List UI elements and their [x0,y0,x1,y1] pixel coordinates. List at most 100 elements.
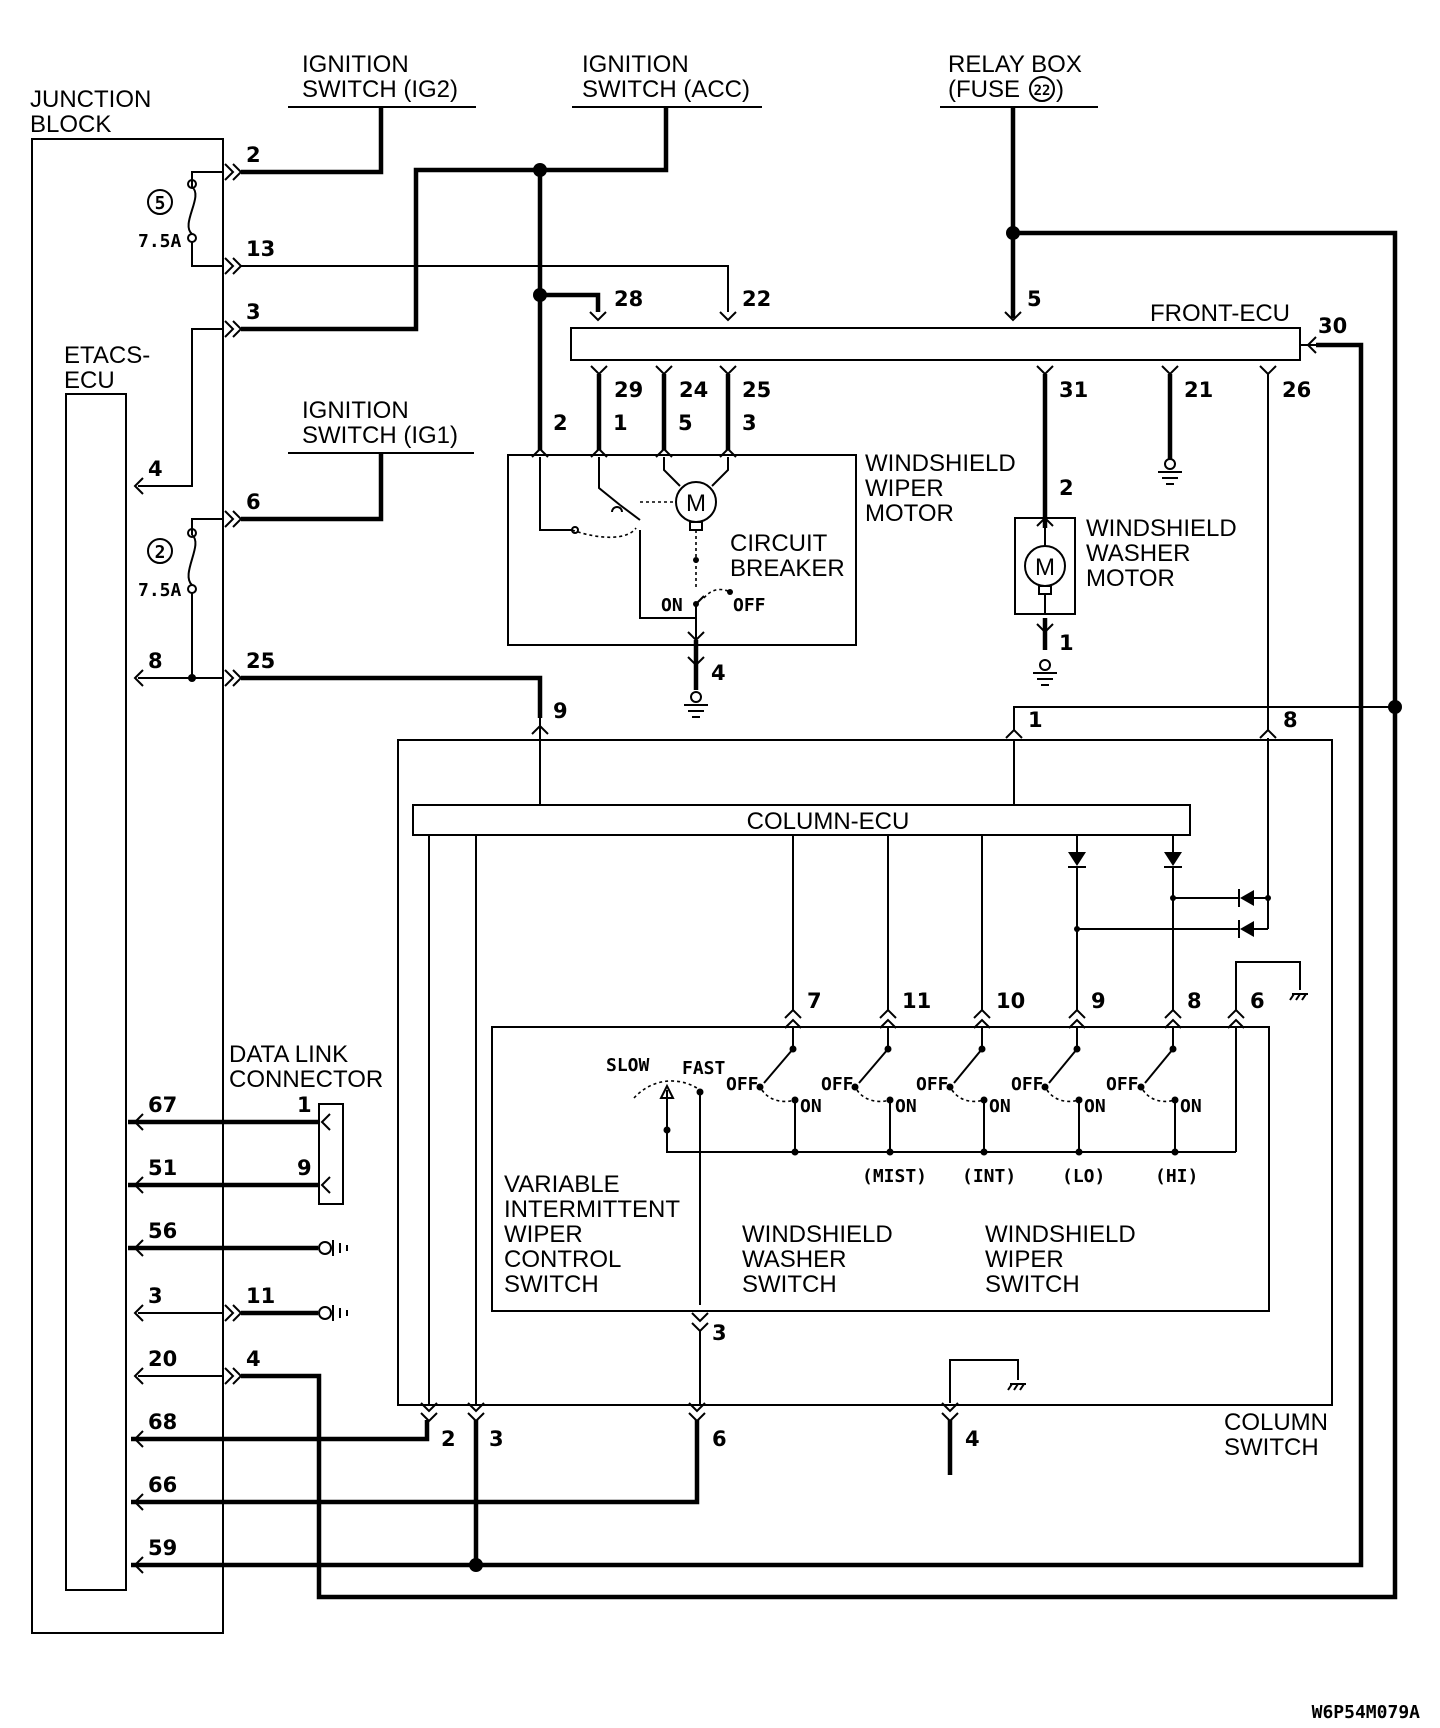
washer-motor-pin-1: 1 [1059,631,1074,655]
source-ig1-line2: SWITCH (IG1) [302,422,458,449]
ground-icon [1289,993,1308,1001]
source-ig1-line1: IGNITION [302,397,409,424]
relay-fuse-circle [1029,76,1055,102]
jb-pin-11: 11 [246,1284,275,1308]
etacs-pin-59: 59 [148,1536,177,1560]
column-ecu-title: COLUMN-ECU [747,808,910,835]
wiper-switch-label3: SWITCH [985,1271,1080,1298]
variable-fast-label: FAST [682,1058,726,1079]
source-ig2: IGNITION SWITCH (IG2) [288,51,476,108]
jb-connectors [224,163,243,1385]
wiper-motor-box [507,454,857,646]
ground-icon [684,656,708,718]
power-wires [128,107,1398,1600]
ground-icon [1158,458,1182,485]
switch-int-off: OFF [821,1074,854,1095]
jb-pin-2: 2 [246,143,261,167]
switch-pin-8: 8 [1187,989,1202,1013]
wiper-switch-label2: WIPER [985,1246,1064,1273]
switch-mist [756,1045,799,1152]
jb-pin-25: 25 [246,649,275,673]
variable-switch-label5: SWITCH [504,1271,599,1298]
source-acc-line2: SWITCH (ACC) [582,76,750,103]
source-acc-line1: IGNITION [582,51,689,78]
column-pin-2: 2 [441,1427,456,1451]
data-link-pin-1: 1 [297,1093,312,1117]
ground-icon [1007,1383,1026,1391]
wiper-motor-pin-1: 1 [613,411,628,435]
etacs-pin-66: 66 [148,1473,177,1497]
wiper-motor-title3: MOTOR [865,500,954,527]
jb-pin-6: 6 [246,490,261,514]
fuse-5-number: 5 [155,193,166,214]
junction-block-outline [31,138,224,1634]
etacs-title2: ECU [64,367,115,394]
column-switch-title1: COLUMN [1224,1409,1328,1436]
chassis-ground-icon [318,1240,348,1256]
variable-switch-label2: INTERMITTENT [504,1196,680,1223]
wiper-motor: WINDSHIELD WIPER MOTOR CIRCUIT BREAKER M… [507,447,1016,646]
front-ecu-pin-29: 29 [614,378,643,402]
etacs-pin-56: 56 [148,1219,177,1243]
etacs-ecu: ETACS- ECU [64,342,150,1591]
etacs-pin-8: 8 [148,649,163,673]
etacs-connectors [133,477,144,1574]
front-ecu-pin-25: 25 [742,378,771,402]
data-link-title1: DATA LINK [229,1041,348,1068]
front-ecu-pin-5: 5 [1027,287,1042,311]
switch-pin-10: 10 [996,989,1025,1013]
column-pin-8: 8 [1283,708,1298,732]
source-relay-line1: RELAY BOX [948,51,1082,78]
column-pin-9: 9 [553,699,568,723]
junction-block: JUNCTION BLOCK [30,86,224,1634]
switch-int2-on: ON [989,1096,1011,1117]
wiper-motor-m: M [686,490,706,517]
data-link-title2: CONNECTOR [229,1066,383,1093]
data-link-box [318,1103,344,1205]
source-ig2-line1: IGNITION [302,51,409,78]
washer-motor-m: M [1035,554,1055,581]
etacs-pin-67: 67 [148,1093,177,1117]
column-pin-6: 6 [712,1427,727,1451]
washer-switch-label2: WASHER [742,1246,846,1273]
washer-motor-title3: MOTOR [1086,565,1175,592]
wiper-motor-pin-2: 2 [553,411,568,435]
data-link-connector: DATA LINK CONNECTOR 1 9 [229,1041,383,1205]
variable-switch-label1: VARIABLE [504,1171,620,1198]
source-relay-box: RELAY BOX (FUSE 22 ) [940,51,1098,108]
washer-motor-title1: WINDSHIELD [1086,515,1237,542]
source-relay-line2-pre: (FUSE [948,76,1020,103]
front-ecu-pin-31: 31 [1059,378,1088,402]
jb-pin-13: 13 [246,237,275,261]
source-relay-line2-post: ) [1056,76,1064,103]
column-ecu-box [412,804,1191,836]
source-acc: IGNITION SWITCH (ACC) [572,51,762,108]
fuse-2-rating: 7.5A [138,580,182,601]
switch-int-on: ON [895,1096,917,1117]
etacs-title1: ETACS- [64,342,150,369]
wiper-switch-label1: WINDSHIELD [985,1221,1136,1248]
junction-block-title2: BLOCK [30,111,111,138]
switch-mist-on: ON [800,1096,822,1117]
front-ecu-pin-24: 24 [679,378,708,402]
jb-pin-3: 3 [246,300,261,324]
figure-code: W6P54M079A [1312,1702,1421,1723]
front-ecu-title: FRONT-ECU [1150,300,1290,327]
relay-fuse-number: 22 [1034,83,1051,99]
front-ecu-pin-30: 30 [1318,314,1347,338]
fuse-2-number: 2 [155,542,166,563]
variable-slow-label: SLOW [606,1055,650,1076]
column-switch: COLUMN SWITCH COLUMN-ECU [397,718,1333,1461]
breaker-off-label: OFF [733,595,766,616]
front-ecu-pin-28: 28 [614,287,643,311]
column-switch-outline [397,739,1333,1406]
data-link-pin-9: 9 [297,1156,312,1180]
front-ecu-pin-26: 26 [1282,378,1311,402]
mode-hi-label: (HI) [1155,1166,1198,1187]
switch-hi-on: ON [1180,1096,1202,1117]
switch-pin-7: 7 [807,989,822,1013]
switch-int2 [946,1045,988,1152]
wiper-motor-pin-5: 5 [678,411,693,435]
circuit-breaker-label2: BREAKER [730,555,845,582]
front-ecu-box [570,327,1301,361]
